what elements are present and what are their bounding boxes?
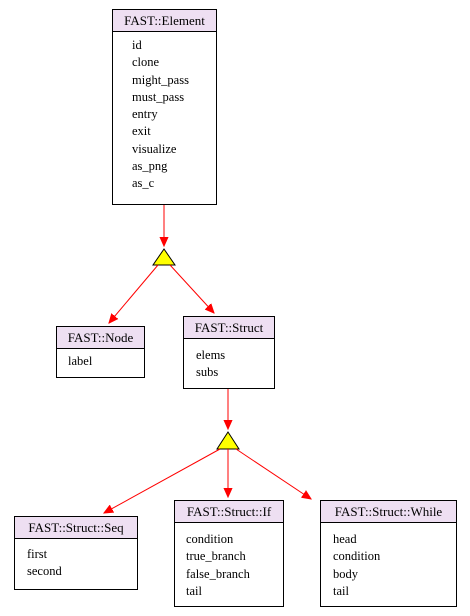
class-members-seq: first second bbox=[15, 539, 137, 581]
member-must-pass: must_pass bbox=[132, 89, 185, 104]
class-title-if: FAST::Struct::If bbox=[175, 501, 283, 523]
edge-split1-to-struct bbox=[169, 264, 214, 313]
member-first: first bbox=[27, 547, 48, 561]
class-box-if: FAST::Struct::If condition true_branch f… bbox=[174, 500, 284, 607]
class-members-while: head condition body tail bbox=[321, 523, 456, 600]
member-label: label bbox=[68, 354, 93, 368]
inheritance-triangle-1 bbox=[152, 248, 176, 266]
member-entry: entry bbox=[132, 107, 158, 122]
member-as-c: as_c bbox=[132, 176, 155, 191]
member-exit: exit bbox=[132, 124, 151, 139]
class-members-if: condition true_branch false_branch tail bbox=[175, 523, 283, 600]
edge-split1-to-node bbox=[109, 264, 159, 323]
class-box-struct: FAST::Struct elems subs bbox=[183, 316, 275, 389]
edge-split2-to-seq bbox=[104, 448, 221, 513]
class-members-element: id clone might_pass must_pass entry exit… bbox=[113, 32, 216, 193]
class-box-node: FAST::Node label bbox=[56, 326, 145, 378]
class-title-struct: FAST::Struct bbox=[184, 317, 274, 339]
class-title-seq: FAST::Struct::Seq bbox=[15, 517, 137, 539]
class-title-node: FAST::Node bbox=[57, 327, 144, 349]
member-visualize: visualize bbox=[132, 141, 177, 156]
class-title-while: FAST::Struct::While bbox=[321, 501, 456, 523]
member-true-branch: true_branch bbox=[186, 549, 246, 564]
member-false-branch: false_branch bbox=[186, 566, 250, 581]
inheritance-triangle-2 bbox=[216, 431, 240, 450]
member-as-png: as_png bbox=[132, 159, 168, 174]
class-box-while: FAST::Struct::While head condition body … bbox=[320, 500, 457, 607]
member-might-pass: might_pass bbox=[132, 72, 189, 87]
member-elems: elems bbox=[196, 348, 226, 362]
member-tail: tail bbox=[333, 583, 349, 598]
class-box-element: FAST::Element id clone might_pass must_p… bbox=[112, 9, 217, 205]
member-id: id bbox=[132, 38, 142, 52]
class-members-struct: elems subs bbox=[184, 339, 274, 382]
member-clone: clone bbox=[132, 55, 160, 70]
member-body: body bbox=[333, 566, 358, 581]
class-members-node: label bbox=[57, 349, 144, 370]
member-subs: subs bbox=[196, 365, 219, 380]
member-condition: condition bbox=[333, 549, 381, 564]
member-head: head bbox=[333, 532, 357, 546]
class-title-element: FAST::Element bbox=[113, 10, 216, 32]
class-box-seq: FAST::Struct::Seq first second bbox=[14, 516, 138, 590]
member-tail: tail bbox=[186, 583, 202, 598]
edge-split2-to-while bbox=[235, 448, 311, 499]
member-condition: condition bbox=[186, 532, 234, 546]
member-second: second bbox=[27, 564, 62, 579]
